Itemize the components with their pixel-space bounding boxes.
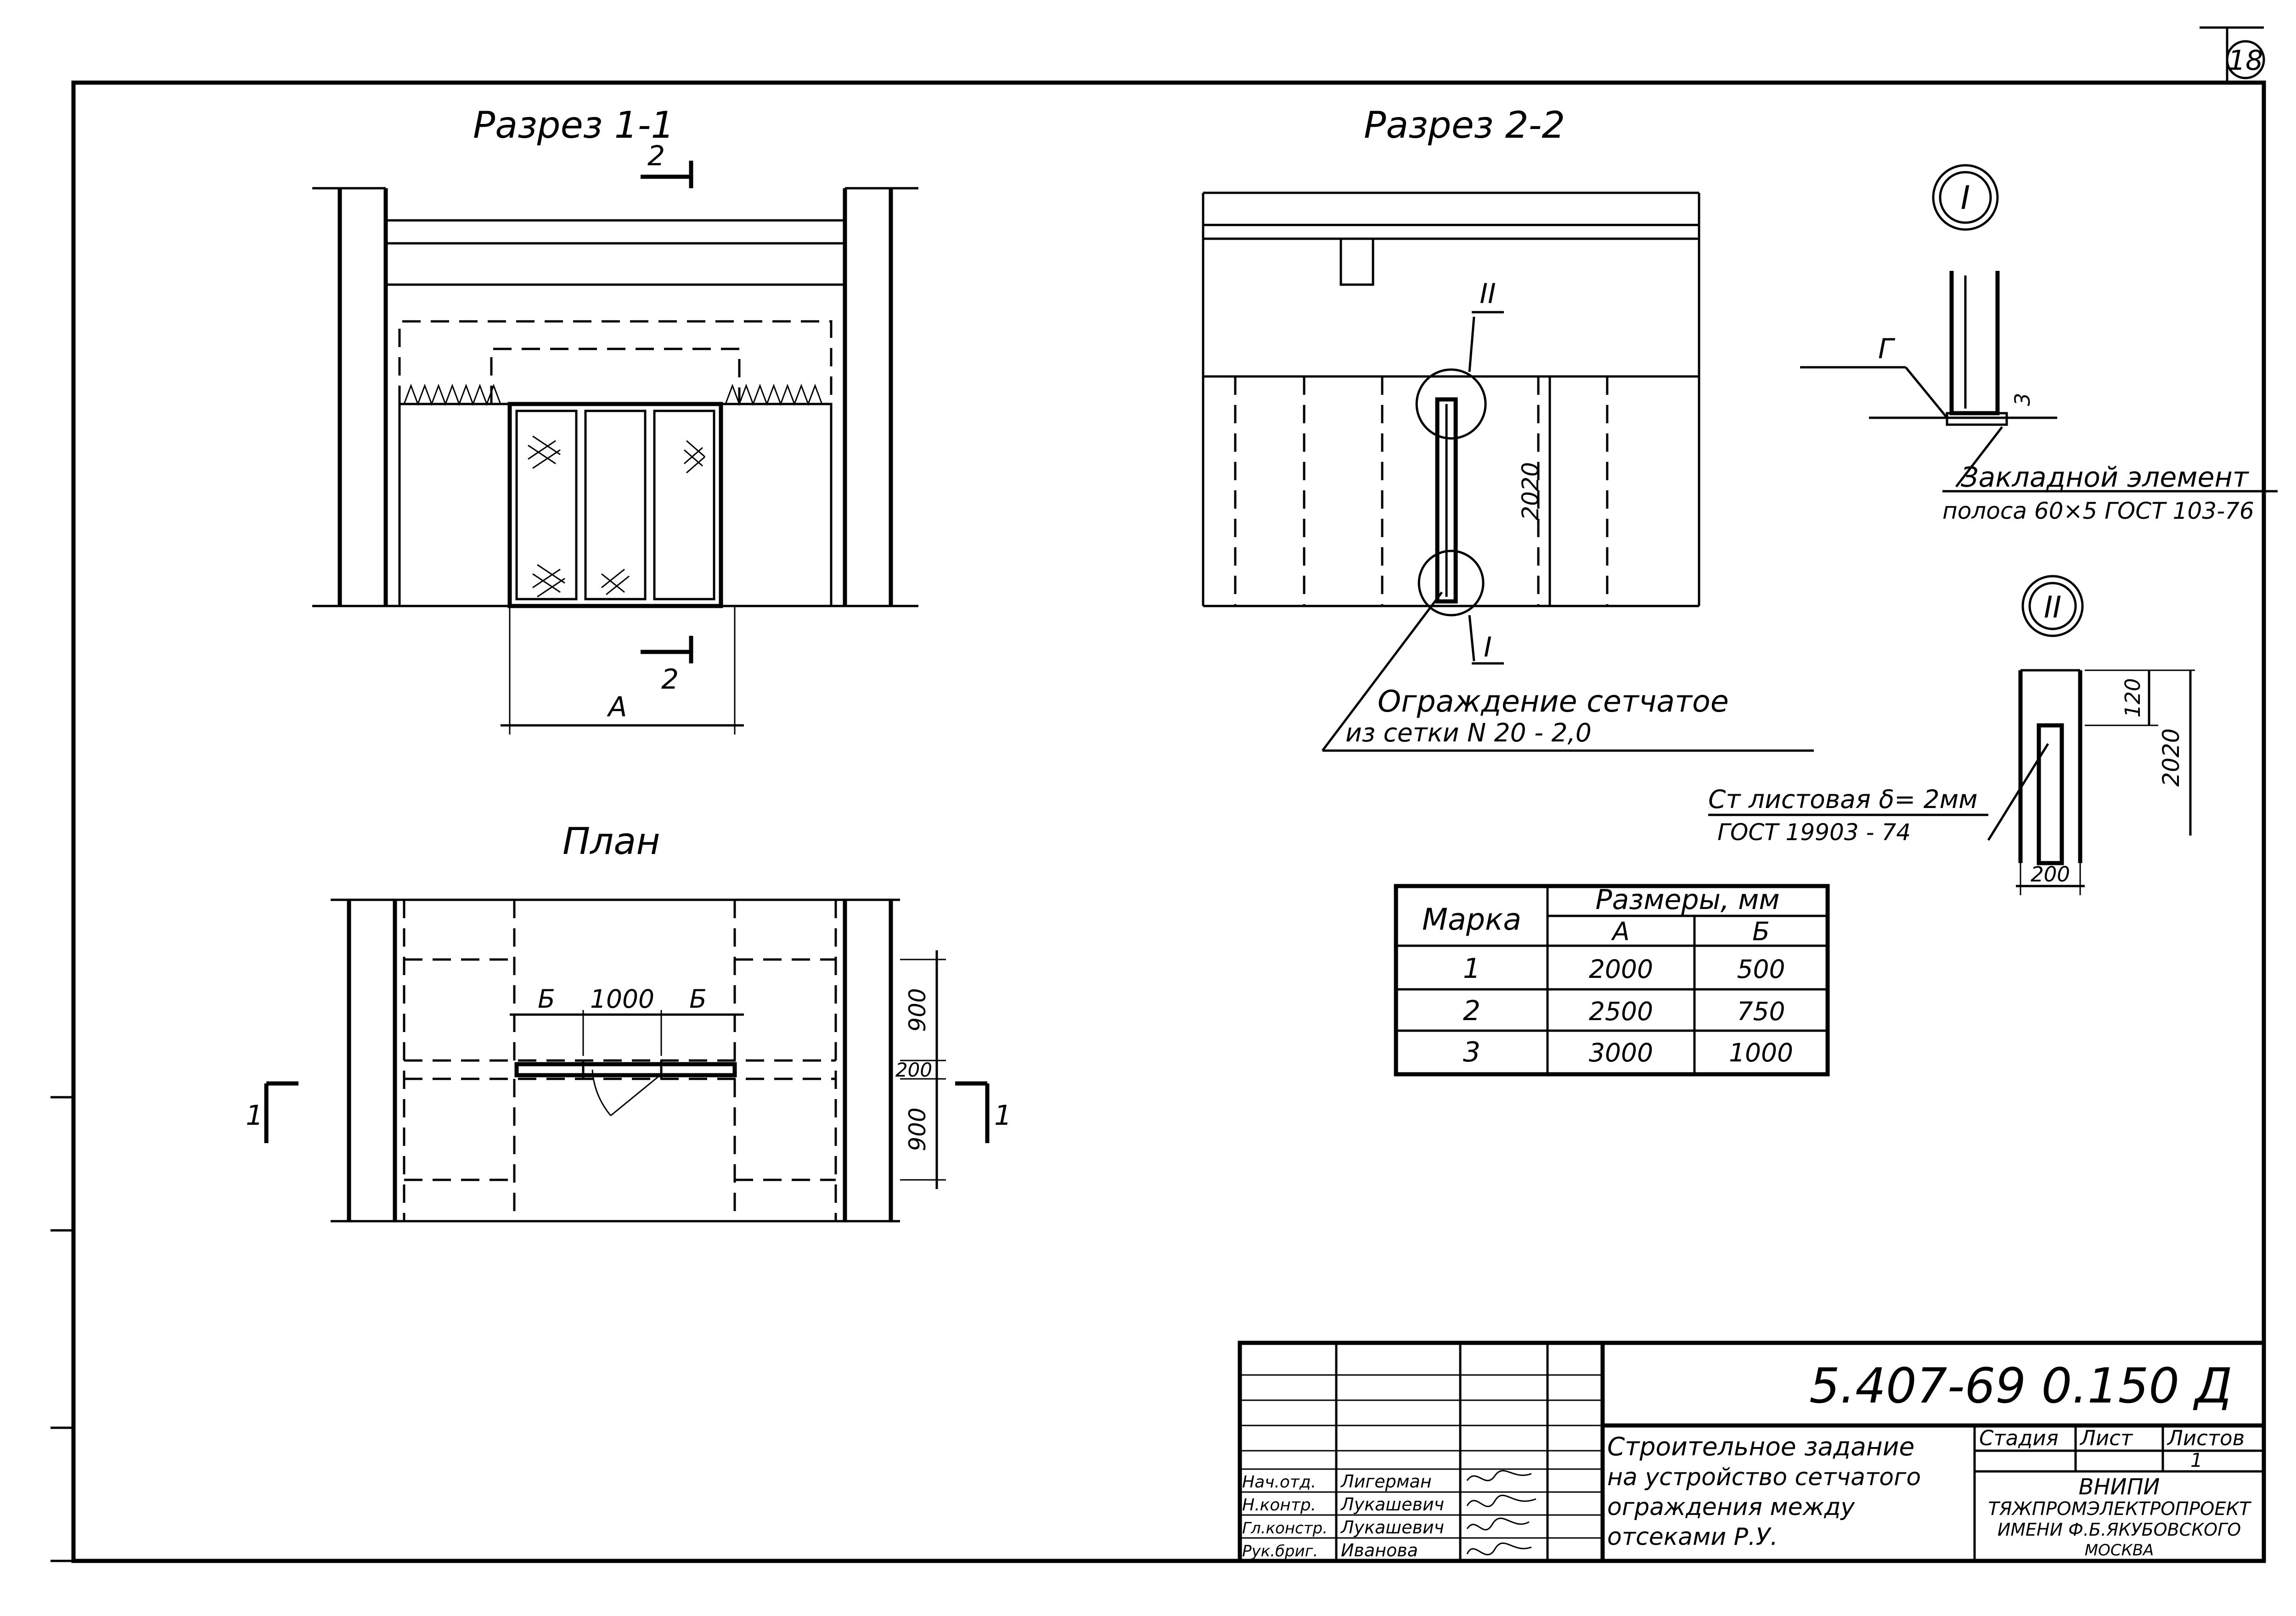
title-line: отсеками Р.У.	[1607, 1523, 1778, 1551]
table-cell-a: 3000	[1589, 1038, 1653, 1067]
sheets-header: Листов	[2167, 1426, 2245, 1450]
organization-line: ВНИПИ	[2079, 1474, 2160, 1500]
section-1-1-view: Разрез 1-1	[312, 104, 918, 735]
signature-role: Н.контр.	[1242, 1496, 1316, 1515]
detail-2-dim-2020: 2020	[2158, 728, 2184, 786]
table-cell-mark: 2	[1463, 995, 1480, 1027]
section-1-dim-a: А	[606, 691, 627, 723]
detail-2-leader-line1: Ст листовая δ= 2мм	[1708, 785, 1978, 814]
plan-dim-b-right: Б	[689, 984, 707, 1014]
section-2-2-view: Разрез 2-2 II I 2020 Ограждение сетчато	[1202, 104, 1814, 752]
section-2-2-title: Разрез 2-2	[1364, 104, 1565, 146]
table-header-sizes: Размеры, мм	[1595, 884, 1779, 916]
detail-1-leader-line2: полоса 60×5 ГОСТ 103-76	[1942, 498, 2254, 524]
organization-line: МОСКВА	[2085, 1541, 2154, 1560]
signature-role: Нач.отд.	[1242, 1473, 1316, 1492]
table-cell-mark: 1	[1463, 953, 1480, 985]
detail-2-view: II 120 2020 200 Ст листовая δ= 2мм ГОСТ …	[1708, 575, 2195, 895]
plan-dim-b-left: Б	[538, 984, 555, 1014]
sheet-number-badge: 18	[2226, 40, 2265, 79]
detail-2-dim-200: 200	[2031, 862, 2070, 887]
table-col-b: Б	[1752, 917, 1770, 946]
table-cell-b: 750	[1737, 997, 1785, 1026]
detail-1-view: I Г 3 Закладной элемент полоса 60×5 ГОСТ…	[1800, 164, 2278, 524]
plan-dim-900-top: 900	[904, 988, 931, 1032]
signature-name: Лукашевич	[1340, 1517, 1444, 1537]
organization-line: ТЯЖПРОМЭЛЕКТРОПРОЕКТ	[1988, 1498, 2252, 1520]
detail-2-dim-120: 120	[2121, 678, 2145, 718]
organization-line: ИМЕНИ Ф.Б.ЯКУБОВСКОГО	[1998, 1520, 2241, 1540]
plan-title: План	[563, 820, 660, 863]
signature-name: Лигерман	[1340, 1471, 1432, 1492]
table-cell-a: 2500	[1589, 997, 1653, 1026]
plan-view: План Б 1000 Б	[246, 820, 1012, 1223]
table-col-a: А	[1611, 917, 1630, 946]
title-block: 5.407-69 0.150 Д Строительное задание на…	[1238, 1341, 2266, 1563]
signature-role: Гл.констр.	[1242, 1519, 1328, 1537]
plan-cut-left: 1	[246, 1100, 263, 1132]
section-2-callout-bottom: I	[1484, 631, 1492, 663]
detail-1-label: I	[1961, 179, 1970, 217]
section-1-cut-label-bottom: 2	[661, 663, 679, 696]
plan-dim-200: 200	[895, 1059, 932, 1081]
document-code: 5.407-69 0.150 Д	[1809, 1358, 2232, 1414]
section-1-1-title: Разрез 1-1	[473, 104, 674, 146]
title-line: ограждения между	[1607, 1493, 1855, 1521]
sheets-value: 1	[2190, 1449, 2203, 1471]
title-line: на устройство сетчатого	[1607, 1464, 1921, 1491]
title-line: Строительное задание	[1607, 1432, 1914, 1461]
detail-2-leader-line2: ГОСТ 19903 - 74	[1717, 819, 1911, 846]
signature-name: Лукашевич	[1340, 1494, 1444, 1515]
table-cell-b: 500	[1737, 954, 1785, 984]
handwritten-signatures	[1466, 1470, 1536, 1555]
signature-name: Иванова	[1341, 1540, 1418, 1560]
detail-1-mark-g: Г	[1878, 333, 1896, 365]
stage-header: Стадия	[1979, 1426, 2059, 1450]
section-2-leader-line2: из сетки N 20 - 2,0	[1345, 718, 1592, 747]
size-table: Марка Размеры, мм А Б 1 2000 500 2 2500 …	[1394, 884, 1830, 1077]
sheet-header: Лист	[2079, 1426, 2133, 1450]
detail-1-leader-line1: Закладной элемент	[1961, 461, 2250, 494]
sheet-number: 18	[2228, 45, 2263, 77]
sheet-frame	[51, 26, 2266, 1563]
signature-role: Рук.бриг.	[1242, 1542, 1318, 1560]
section-2-leader-line1: Ограждение сетчатое	[1378, 685, 1729, 719]
section-2-dim-2020: 2020	[1517, 462, 1544, 520]
table-cell-b: 1000	[1729, 1038, 1793, 1067]
section-1-cut-label-top: 2	[647, 140, 665, 172]
table-cell-mark: 3	[1463, 1036, 1480, 1068]
detail-2-label: II	[2044, 590, 2061, 625]
section-2-callout-top: II	[1480, 278, 1496, 310]
table-header-mark: Марка	[1422, 903, 1521, 937]
plan-dim-900-bottom: 900	[904, 1107, 931, 1151]
plan-cut-right: 1	[994, 1100, 1012, 1132]
table-cell-a: 2000	[1589, 954, 1653, 984]
plan-dim-1000: 1000	[590, 984, 654, 1014]
detail-1-dim-3: 3	[2010, 393, 2035, 406]
